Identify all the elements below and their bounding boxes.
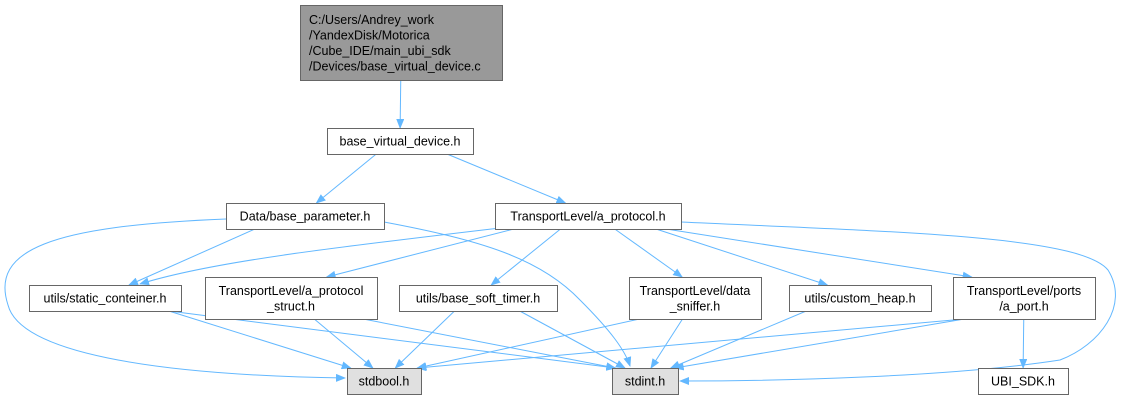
node-label-line: TransportLevel/a_protocol — [219, 284, 364, 298]
node-root: C:/Users/Andrey_work/YandexDisk/Motorica… — [300, 5, 503, 81]
node-box — [789, 285, 932, 312]
edge-root-to-base_virtual_device_h — [396, 79, 405, 129]
node-box — [205, 277, 378, 320]
node-stdint-h: stdint.h — [612, 368, 679, 395]
edge-a_protocol_h-to-stdint_h — [679, 221, 1116, 385]
node-label-line: _struct.h — [266, 299, 315, 313]
edge-a_protocol_h-to-a_protocol_struct_h — [325, 228, 514, 279]
node-label-line: UBI_SDK.h — [991, 375, 1055, 389]
node-label-line: utils/base_soft_timer.h — [416, 292, 540, 306]
node-static-conteiner-h[interactable]: utils/static_conteiner.h — [29, 285, 182, 312]
edge-base_parameter_h-to-stdint_h — [383, 221, 632, 367]
node-label-line: C:/Users/Andrey_work — [309, 13, 435, 27]
edge-a_protocol_h-to-static_conteiner_h — [139, 227, 501, 286]
node-box — [953, 277, 1096, 320]
node-base-parameter-h[interactable]: Data/base_parameter.h — [226, 203, 385, 230]
node-box — [300, 5, 503, 81]
node-label-line: /YandexDisk/Motorica — [309, 28, 430, 42]
node-stdbool-h: stdbool.h — [347, 368, 422, 395]
node-a-protocol-struct-h[interactable]: TransportLevel/a_protocol_struct.h — [205, 277, 378, 320]
node-ubi-sdk-h[interactable]: UBI_SDK.h — [978, 368, 1069, 395]
edge-a_protocol_h-to-data_sniffer_h — [614, 228, 683, 278]
node-box — [327, 128, 474, 155]
edge-a_protocol_struct_h-to-stdint_h — [363, 318, 617, 371]
node-box — [495, 203, 682, 230]
edge-base_virtual_device_h-to-a_protocol_h — [446, 153, 567, 204]
node-box — [226, 203, 385, 230]
edge-a_protocol_h-to-custom_heap_h — [655, 228, 829, 287]
edge-base_virtual_device_h-to-base_parameter_h — [315, 153, 377, 204]
edge-static_conteiner_h-to-stdint_h — [168, 310, 617, 371]
edge-a_protocol_struct_h-to-stdbool_h — [313, 318, 374, 369]
node-label-line: stdbool.h — [359, 375, 410, 389]
edge-static_conteiner_h-to-stdbool_h — [168, 310, 352, 370]
node-box — [399, 285, 558, 312]
edge-base_parameter_h-to-stdbool_h — [4, 218, 346, 382]
edge-data_sniffer_h-to-stdbool_h — [416, 318, 640, 370]
node-custom-heap-h[interactable]: utils/custom_heap.h — [789, 285, 932, 312]
edge-a_port_h-to-stdbool_h — [416, 318, 965, 372]
node-data-sniffer-h[interactable]: TransportLevel/data_sniffer.h — [629, 277, 762, 320]
edge-a_protocol_h-to-base_soft_timer_h — [490, 228, 561, 286]
node-label-line: /Devices/base_virtual_device.c — [309, 59, 481, 73]
node-base-virtual-device-h[interactable]: base_virtual_device.h — [327, 128, 474, 155]
node-label-line: /a_port.h — [999, 299, 1048, 313]
edge-a_protocol_h-to-a_port_h — [666, 228, 973, 280]
node-label-line: stdint.h — [625, 375, 665, 389]
node-label-line: TransportLevel/ports — [967, 284, 1081, 298]
edges-layer — [4, 79, 1116, 385]
node-label-line: TransportLevel/data — [640, 284, 751, 298]
node-label-line: TransportLevel/a_protocol.h — [510, 210, 665, 224]
nodes-layer: C:/Users/Andrey_work/YandexDisk/Motorica… — [29, 5, 1096, 395]
edge-base_parameter_h-to-static_conteiner_h — [128, 228, 256, 286]
node-box — [347, 368, 422, 395]
node-label-line: Data/base_parameter.h — [240, 210, 371, 224]
node-box — [978, 368, 1069, 395]
node-a-protocol-h[interactable]: TransportLevel/a_protocol.h — [495, 203, 682, 230]
node-label-line: /Cube_IDE/main_ubi_sdk — [309, 44, 451, 58]
edge-base_soft_timer_h-to-stdbool_h — [394, 310, 455, 369]
edge-data_sniffer_h-to-stdint_h — [650, 318, 683, 369]
node-label-line: utils/custom_heap.h — [804, 292, 915, 306]
node-label-line: _sniffer.h — [669, 299, 721, 313]
edge-base_soft_timer_h-to-stdint_h — [519, 310, 626, 369]
node-box — [629, 277, 762, 320]
node-base-soft-timer-h[interactable]: utils/base_soft_timer.h — [399, 285, 558, 312]
node-box — [612, 368, 679, 395]
edge-a_port_h-to-stdint_h — [673, 318, 965, 371]
node-label-line: utils/static_conteiner.h — [44, 292, 167, 306]
edge-a_port_h-to-ubi_sdk_h — [1019, 318, 1028, 369]
node-label-line: base_virtual_device.h — [340, 135, 461, 149]
node-a-port-h[interactable]: TransportLevel/ports/a_port.h — [953, 277, 1096, 320]
node-box — [29, 285, 182, 312]
